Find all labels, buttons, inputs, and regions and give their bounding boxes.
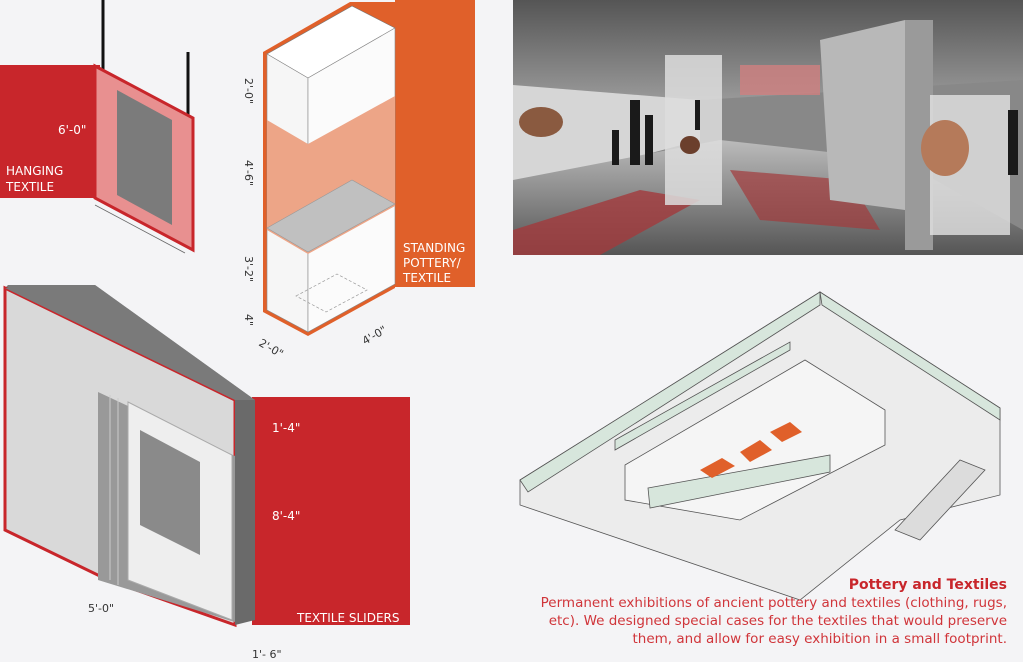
textile-sliders-diagram: 1'-4" 8'-4" TEXTILE SLIDERS 5'-0" 1'- 6" [3, 285, 410, 661]
gallery-render [513, 0, 1023, 255]
label: POTTERY/ [403, 256, 462, 270]
label: TEXTILE SLIDERS [296, 611, 400, 625]
dim-label: 6'-0" [58, 123, 86, 137]
description-title: Pottery and Textiles [848, 577, 1007, 593]
dim-label: 4" [242, 314, 255, 326]
label: TEXTILE [402, 271, 451, 285]
label: STANDING [403, 241, 465, 255]
dim-label: 2'-0" [257, 336, 286, 360]
dim-label: 8'-4" [272, 509, 300, 523]
description-block: Pottery and Textiles Permanent exhibitio… [507, 576, 1007, 648]
axonometric-plan [519, 291, 1001, 601]
standing-case-label-panel [395, 0, 475, 287]
textile-inner [117, 90, 172, 225]
dim-label: 1'-4" [272, 421, 300, 435]
dim-label: 2'-0" [242, 78, 255, 104]
label: TEXTILE [5, 180, 54, 194]
textile-sliders-label-panel [252, 397, 410, 625]
dim-label: 5'-0" [88, 602, 114, 615]
hanging-textile-diagram: 6'-0" HANGING TEXTILE [0, 0, 195, 254]
dim-label: 4'-0" [360, 323, 389, 347]
dim-label: 1'- 6" [252, 648, 282, 661]
hanging-textile-label-panel [0, 65, 100, 198]
label: HANGING [6, 164, 63, 178]
dim-label: 4'-6" [242, 160, 255, 186]
description-body: Permanent exhibitions of ancient pottery… [540, 595, 1007, 647]
standing-case-diagram: 2'-0" 4'-6" 3'-2" 4" 2'-0" 4'-0" STANDIN… [242, 0, 475, 361]
dim-label: 3'-2" [242, 256, 255, 282]
